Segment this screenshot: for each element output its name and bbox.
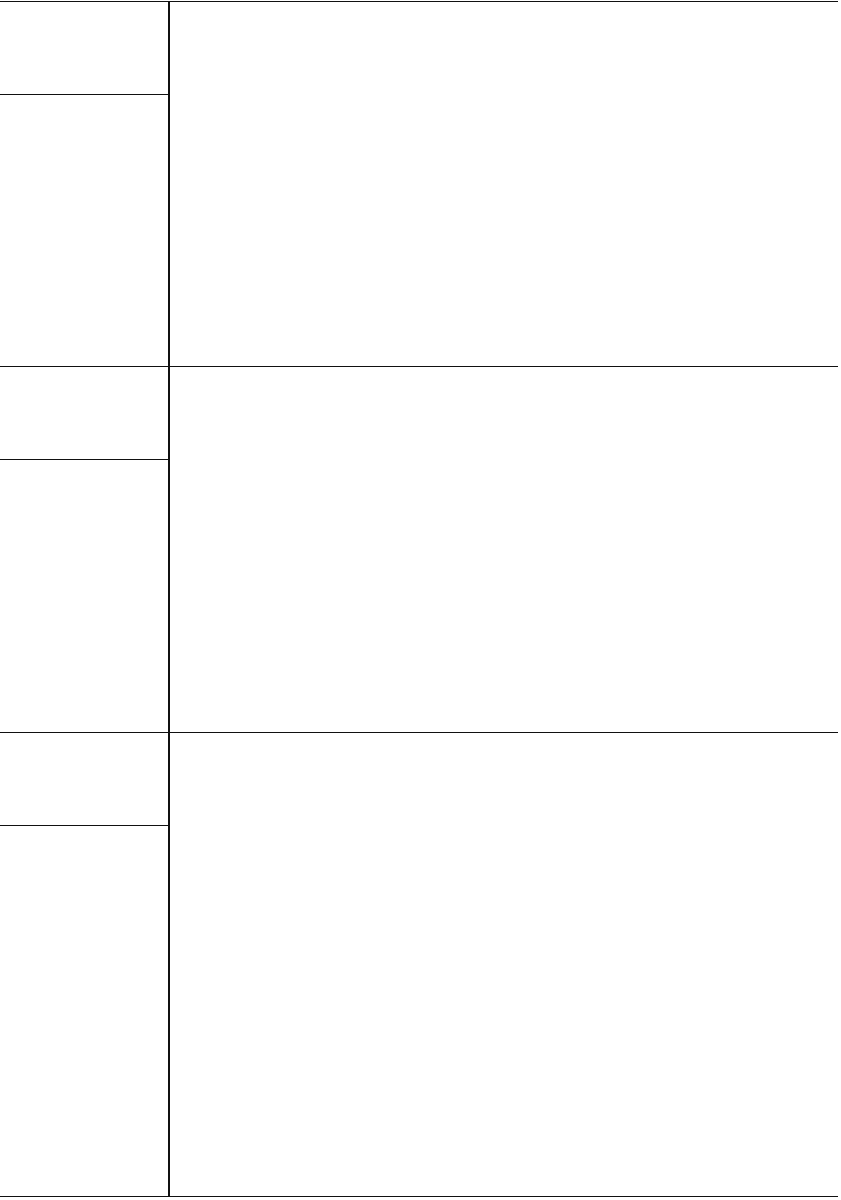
form-section-1 xyxy=(0,2,838,366)
section-3-sidebar-cell[interactable] xyxy=(0,826,168,1196)
section-3-header-cell[interactable] xyxy=(0,733,168,826)
section-1-sidebar-cell[interactable] xyxy=(0,95,168,366)
section-2-header-cell[interactable] xyxy=(0,367,168,460)
section-1-header-cell[interactable] xyxy=(0,2,168,95)
section-2-content-cell[interactable] xyxy=(170,367,838,732)
form-section-2 xyxy=(0,366,838,732)
form-section-3 xyxy=(0,732,838,1196)
section-1-left-column xyxy=(0,2,170,366)
section-3-content-cell[interactable] xyxy=(170,733,838,1196)
section-2-sidebar-cell[interactable] xyxy=(0,460,168,732)
section-1-content-cell[interactable] xyxy=(170,2,838,366)
section-2-left-column xyxy=(0,367,170,732)
section-3-left-column xyxy=(0,733,170,1196)
